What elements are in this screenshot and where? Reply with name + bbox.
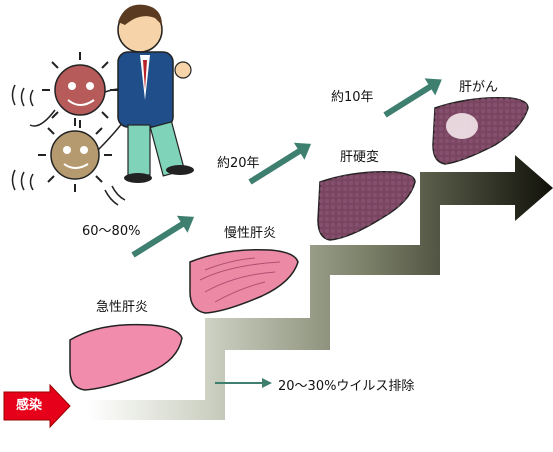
- liver-acute-icon: [69, 323, 183, 391]
- liver-cancer-icon: [432, 96, 529, 165]
- progression-arrow-3: [383, 78, 442, 118]
- staircase-arrow: [88, 155, 553, 420]
- label-virus-clearance: 20～30%ウイルス排除: [278, 379, 415, 394]
- label-years-to-cancer: 約10年: [331, 90, 374, 105]
- sick-man-icon: [117, 4, 194, 183]
- progression-arrow-1: [131, 215, 195, 258]
- label-chronic-rate: 60～80%: [82, 224, 141, 239]
- liver-chronic-icon: [189, 249, 299, 314]
- liver-cirrhosis-icon: [317, 170, 416, 241]
- virus-red-icon: [29, 52, 131, 128]
- label-acute-hepatitis: 急性肝炎: [96, 300, 149, 315]
- clearance-arrow: [215, 378, 272, 388]
- label-liver-cancer: 肝がん: [459, 80, 499, 95]
- label-cirrhosis: 肝硬変: [340, 150, 380, 165]
- motion-lines: [11, 84, 126, 206]
- label-infection: 感染: [15, 398, 42, 413]
- virus-brown-icon: [38, 114, 129, 192]
- progression-arrow-2: [248, 142, 312, 185]
- label-chronic-hepatitis: 慢性肝炎: [224, 226, 277, 241]
- infection-badge: [3, 383, 71, 429]
- label-years-to-cirrhosis: 約20年: [217, 156, 260, 171]
